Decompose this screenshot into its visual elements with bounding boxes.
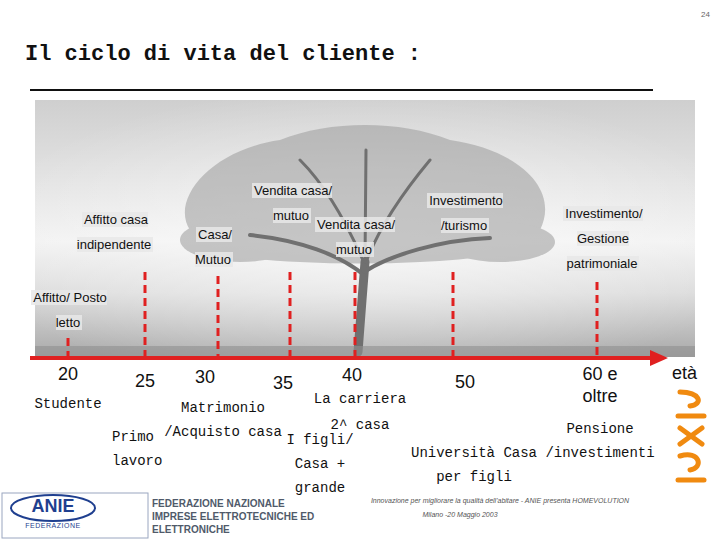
timeline-axis: [30, 356, 652, 360]
life-event: Studente: [24, 392, 112, 416]
life-event: Pensione /investimenti: [538, 417, 662, 465]
age-ticks: [68, 272, 597, 356]
slide-title: Il ciclo di vita del cliente :: [25, 42, 421, 67]
age-number: 30: [185, 366, 225, 388]
life-event: 2^ casa: [318, 413, 402, 437]
age-number: 35: [263, 372, 303, 394]
age-number: 20: [48, 363, 88, 385]
stage-note: Affitto casa indipendente: [60, 207, 170, 257]
life-event: Università Casa per figli: [410, 441, 538, 489]
logo-frame: [2, 493, 148, 538]
photo-glow: [35, 100, 695, 357]
logo-ellipse: [11, 495, 95, 521]
title-rule: [30, 89, 653, 91]
stage-note: Vendita casa/ mutuo: [305, 212, 405, 262]
age-number: 25: [125, 370, 165, 392]
stage-note: Investimento/ Gestione patrimoniale: [548, 201, 658, 276]
life-event: Matrimonio /Acquisto casa: [156, 396, 290, 444]
footer-note: Innovazione per migliorare la qualità de…: [300, 496, 700, 505]
page-number: 24: [640, 10, 710, 19]
life-event: I figli/ Casa + grande: [280, 428, 360, 500]
age-number: 50: [445, 371, 485, 393]
stage-note: Affitto/ Posto letto: [28, 285, 110, 335]
footer-date: Milano -20 Maggio 2003: [380, 510, 540, 519]
timeline-arrowhead: [650, 350, 668, 366]
stage-note: Casa/ Mutuo: [186, 222, 242, 272]
tree-trunk: [250, 150, 490, 352]
photo-ground: [35, 100, 695, 357]
tree: [180, 125, 555, 264]
federation-name: FEDERAZIONE NAZIONALE IMPRESE ELETTROTEC…: [152, 497, 320, 536]
logo-text: FEDERAZIONE: [13, 522, 93, 529]
stage-note: Investimento /turismo: [415, 188, 515, 238]
logo-text: ANIE: [13, 496, 93, 517]
age-number: 60 e oltre: [564, 363, 636, 407]
corner-logo: [678, 392, 704, 480]
age-number: 40: [332, 364, 372, 386]
life-event: La carriera: [308, 387, 412, 411]
axis-label: età: [672, 362, 716, 384]
life-event: Primo lavoro: [112, 425, 172, 473]
